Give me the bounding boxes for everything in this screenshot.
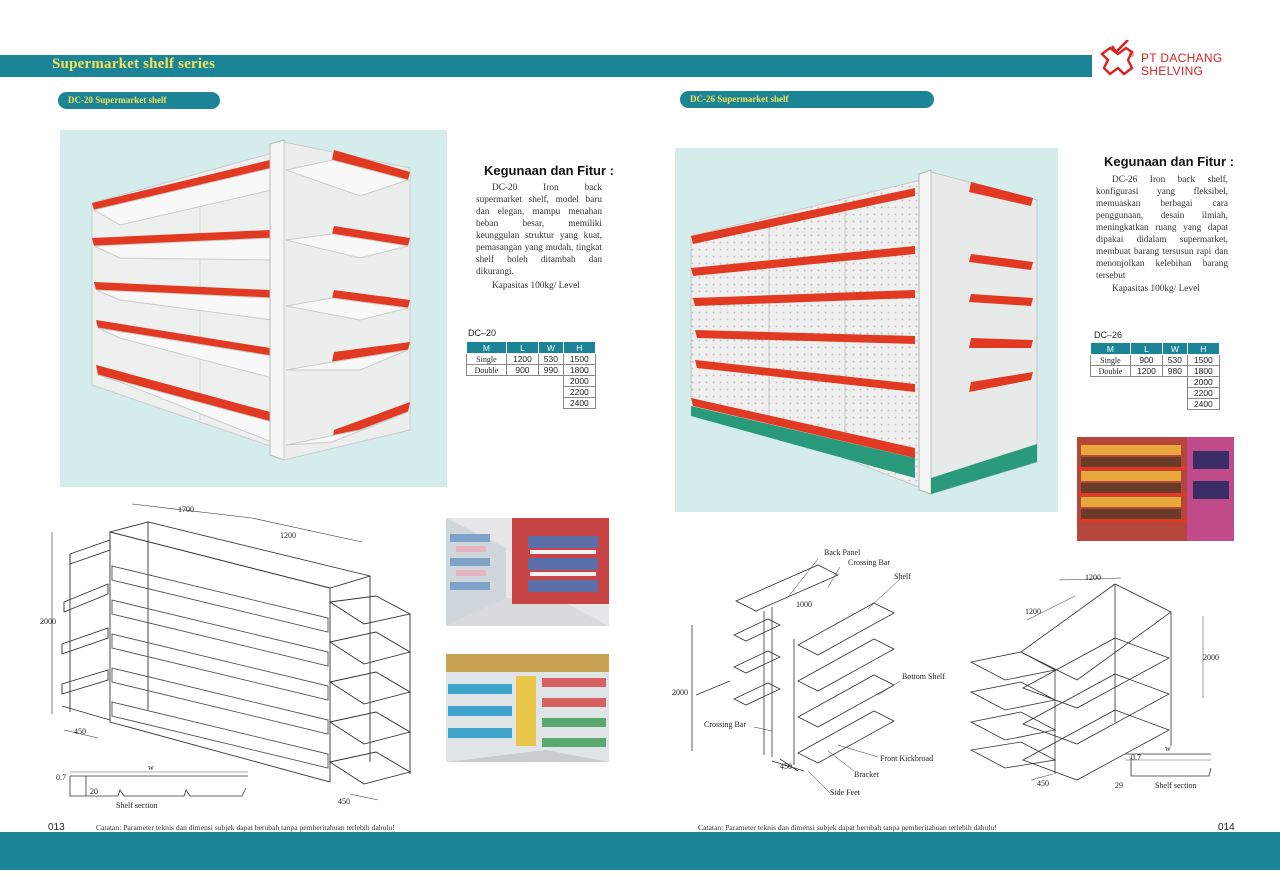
table-row: Single 900 530 1500 [1090, 354, 1221, 366]
label-bracket: Bracket [854, 770, 880, 779]
footnote-right: Catatan: Parameter teknis dan dimensi su… [698, 823, 997, 832]
label-crossing-bar-top: Crossing Bar [848, 558, 890, 567]
dachang-logo-icon: ® [1100, 40, 1135, 76]
label-crossing-bar: Crossing Bar [704, 720, 746, 729]
dc20-spec-label: DC–20 [468, 328, 497, 338]
dc20-feature-paragraph: DC-20 Iron back supermarket shelf, model… [476, 183, 602, 277]
dc26-dim-base: 450 [1037, 779, 1049, 788]
footnote-left: Catatan: Parameter teknis dan dimensi su… [96, 823, 395, 832]
dc20-feature-text: DC-20 Iron back supermarket shelf, model… [476, 182, 602, 292]
table-row: Double 1200 980 1800 [1090, 365, 1221, 377]
store-photo-aisle [446, 518, 609, 626]
dc26-capacity: Kapasitas 100kg/ Level [1112, 284, 1200, 294]
table-row: 2200 [1091, 387, 1221, 399]
dc20-feature-title: Kegunaan dan Fitur : [484, 163, 614, 178]
table-row: 2400 [467, 397, 597, 409]
footer-band [0, 832, 1280, 870]
dc20-product-photo [60, 130, 447, 487]
label-dim-1000: 1000 [796, 600, 812, 609]
spec-header-m: M [466, 341, 507, 354]
dc26-dim-height: 2000 [1203, 653, 1219, 662]
label-side-feet: Side Feet [830, 788, 861, 797]
company-name-line2: SHELVING [1141, 64, 1204, 78]
header-band [0, 55, 1280, 77]
dc26-feature-title: Kegunaan dan Fitur : [1104, 154, 1234, 169]
model-pill-dc26: DC-26 Supermarket shelf [680, 91, 934, 108]
label-front-kickboard: Front Kickbroad [880, 754, 933, 763]
dc20-section-thickness: 0.7 [56, 773, 66, 782]
dc26-section-label: Shelf section [1155, 781, 1197, 790]
dc20-dim-side-depth: 450 [338, 797, 350, 806]
dc20-spec-table: M L W H Single 1200 530 1500 Double 900 … [466, 341, 597, 409]
dc20-dim-top-depth: 1200 [280, 531, 296, 540]
dc20-section-width: w [148, 763, 154, 772]
dc20-capacity: Kapasitas 100kg/ Level [492, 281, 580, 291]
dc26-section-width: w [1165, 744, 1171, 753]
registered-mark: ® [1129, 51, 1135, 59]
dc26-product-photo [675, 148, 1058, 512]
label-back-panel: Back Panel [824, 548, 861, 557]
store-photo-products [1077, 437, 1234, 541]
store-photo-interior [446, 654, 609, 762]
dc26-exploded-drawing: Back Panel Crossing Bar Shelf 1000 Botto… [672, 548, 945, 797]
table-row: 2000 [467, 375, 597, 387]
dc26-section-height: 29 [1115, 781, 1123, 790]
dc26-assembled-drawing: 1200 1200 2000 450 w 0.7 29 Shelf sectio… [969, 573, 1219, 790]
page-number-right: 014 [1218, 822, 1235, 833]
spec-header-w: W [538, 341, 564, 354]
dc26-section-thickness: 0.7 [1131, 753, 1141, 762]
label-depth: 450 [780, 762, 792, 771]
dc20-section-label: Shelf section [116, 801, 158, 810]
table-row: 2200 [467, 386, 597, 398]
dc20-dim-base-depth: 450 [74, 727, 86, 736]
spec-header-h: H [1186, 342, 1221, 355]
model-pill-dc20: DC-20 Supermarket shelf [58, 92, 220, 109]
spec-header-h: H [562, 341, 597, 354]
dc26-shelf-illustration [690, 169, 1038, 495]
dc26-spec-label: DC–26 [1094, 330, 1123, 340]
dc26-feature-paragraph: DC-26 Iron back shelf, konfigurasi yang … [1096, 175, 1228, 281]
dc26-dim-side: 1200 [1025, 607, 1041, 616]
spec-header-l: L [505, 341, 540, 354]
table-row: 2000 [1091, 376, 1221, 388]
dc20-dim-top-width: 1700 [178, 505, 194, 514]
dc26-spec-table: M L W H Single 900 530 1500 Double 1200 … [1090, 342, 1221, 410]
label-bottom-shelf: Bottom Shelf [902, 672, 945, 681]
dc20-section-height: 20 [90, 787, 98, 796]
table-row: 2400 [1091, 398, 1221, 410]
spec-header-m: M [1090, 342, 1131, 355]
dc20-shelf-illustration [91, 139, 411, 461]
page-number-left: 013 [48, 822, 65, 833]
series-title: Supermarket shelf series [52, 56, 216, 72]
dc20-technical-drawing: 1700 1200 2000 450 450 0.7 w 20 Shelf se… [40, 503, 412, 810]
company-name-line1: PT DACHANG [1141, 51, 1223, 65]
spec-header-w: W [1162, 342, 1188, 355]
company-name: PT DACHANG SHELVING [1141, 52, 1222, 78]
label-shelf: Shelf [894, 572, 911, 581]
dc20-dim-height: 2000 [40, 617, 56, 626]
table-row: Single 1200 530 1500 [466, 353, 597, 365]
dc26-dim-top: 1200 [1085, 573, 1101, 582]
label-height: 2000 [672, 688, 688, 697]
dc26-feature-text: DC-26 Iron back shelf, konfigurasi yang … [1096, 174, 1228, 295]
table-row: Double 900 990 1800 [466, 364, 597, 376]
spec-header-l: L [1129, 342, 1164, 355]
